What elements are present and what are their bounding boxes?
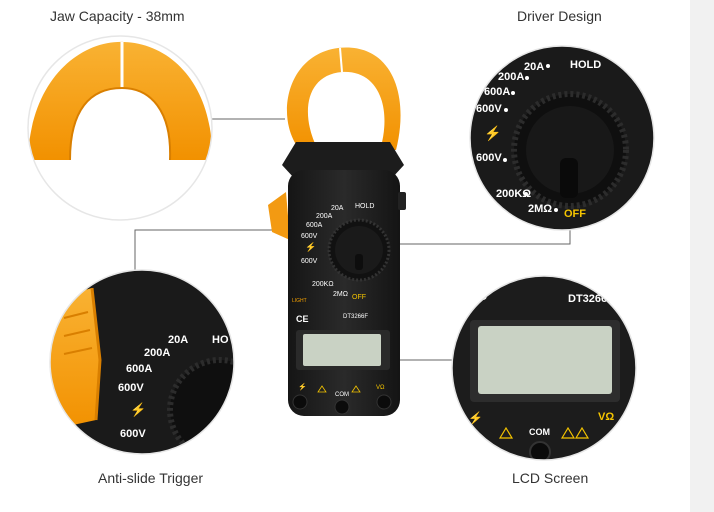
zoom-driver: 20A 200A 600A 600V 600V 200KΩ 2MΩ HOLD O…: [470, 46, 654, 230]
meter-range-200a: 200A: [316, 213, 333, 220]
caption-driver-design: Driver Design: [517, 8, 602, 24]
caption-lcd-screen: LCD Screen: [512, 470, 589, 486]
meter-hold: HOLD: [355, 203, 374, 210]
zoom-hold: HOLD: [570, 59, 601, 71]
scroll-strip: [690, 0, 714, 512]
caption-jaw-capacity: Jaw Capacity - 38mm: [50, 8, 185, 24]
svg-text:⚡: ⚡: [130, 402, 146, 418]
meter-lcd: [303, 334, 381, 366]
meter-range-20a: 20A: [331, 205, 344, 212]
zoom-lcd-com: COM: [529, 427, 550, 437]
zoom-off: OFF: [564, 208, 586, 220]
zoom-jaw: [28, 36, 212, 220]
zoom-trigger: 20A 200A 600A 600V 600V HO ⚡: [50, 270, 234, 454]
zoom-lcd-vo: VΩ: [598, 411, 614, 423]
meter-jacks: [292, 394, 392, 415]
meter-model: DT3266F: [343, 314, 368, 320]
svg-text:⚡: ⚡: [484, 125, 501, 142]
trigger-range-600v-ac: 600V: [120, 428, 146, 440]
clamp-meter: 20A 200A 600A 600V 600V 200KΩ 2MΩ HOLD O…: [268, 47, 406, 416]
trigger-hold: HO: [212, 334, 229, 346]
svg-text:⚡: ⚡: [468, 411, 483, 425]
meter-off: OFF: [352, 294, 366, 301]
meter-range-600v-ac: 600V: [301, 258, 318, 265]
meter-ce: CE: [296, 314, 309, 324]
zoom-range-20a: 20A: [524, 61, 544, 73]
zoom-range-200k: 200KΩ: [496, 188, 531, 200]
zoom-range-600v-ac: 600V: [476, 152, 502, 164]
caption-anti-slide-trigger: Anti-slide Trigger: [98, 470, 204, 486]
zoom-range-200a: 200A: [498, 71, 524, 83]
meter-range-200k: 200KΩ: [312, 281, 334, 288]
meter-jack-vo: VΩ: [376, 385, 385, 391]
svg-text:⚡: ⚡: [298, 382, 307, 391]
trigger-range-20a: 20A: [168, 334, 188, 346]
meter-jack-com: COM: [335, 392, 349, 398]
zoom-lcd: DT3266 C COM VΩ ⚡: [452, 276, 636, 460]
meter-range-600v: 600V: [301, 233, 318, 240]
zoom-range-600a: 600A: [484, 86, 510, 98]
svg-text:⚡: ⚡: [305, 241, 316, 253]
zoom-range-600v: 600V: [476, 103, 502, 115]
meter-range-600a: 600A: [306, 222, 323, 229]
zoom-lcd-screen: [478, 326, 612, 394]
clamp-jaw: [286, 47, 401, 150]
trigger-range-600v: 600V: [118, 382, 144, 394]
leader-line-trigger: [134, 229, 310, 272]
trigger-range-600a: 600A: [126, 363, 152, 375]
trigger-range-200a: 200A: [144, 347, 170, 359]
zoom-lcd-model: DT3266: [568, 293, 607, 305]
zoom-trigger-grip: [50, 288, 100, 430]
trigger: [268, 192, 290, 240]
meter-range-2m: 2MΩ: [333, 291, 348, 298]
meter-light: LIGHT: [292, 298, 307, 304]
zoom-range-2m: 2MΩ: [528, 203, 552, 215]
